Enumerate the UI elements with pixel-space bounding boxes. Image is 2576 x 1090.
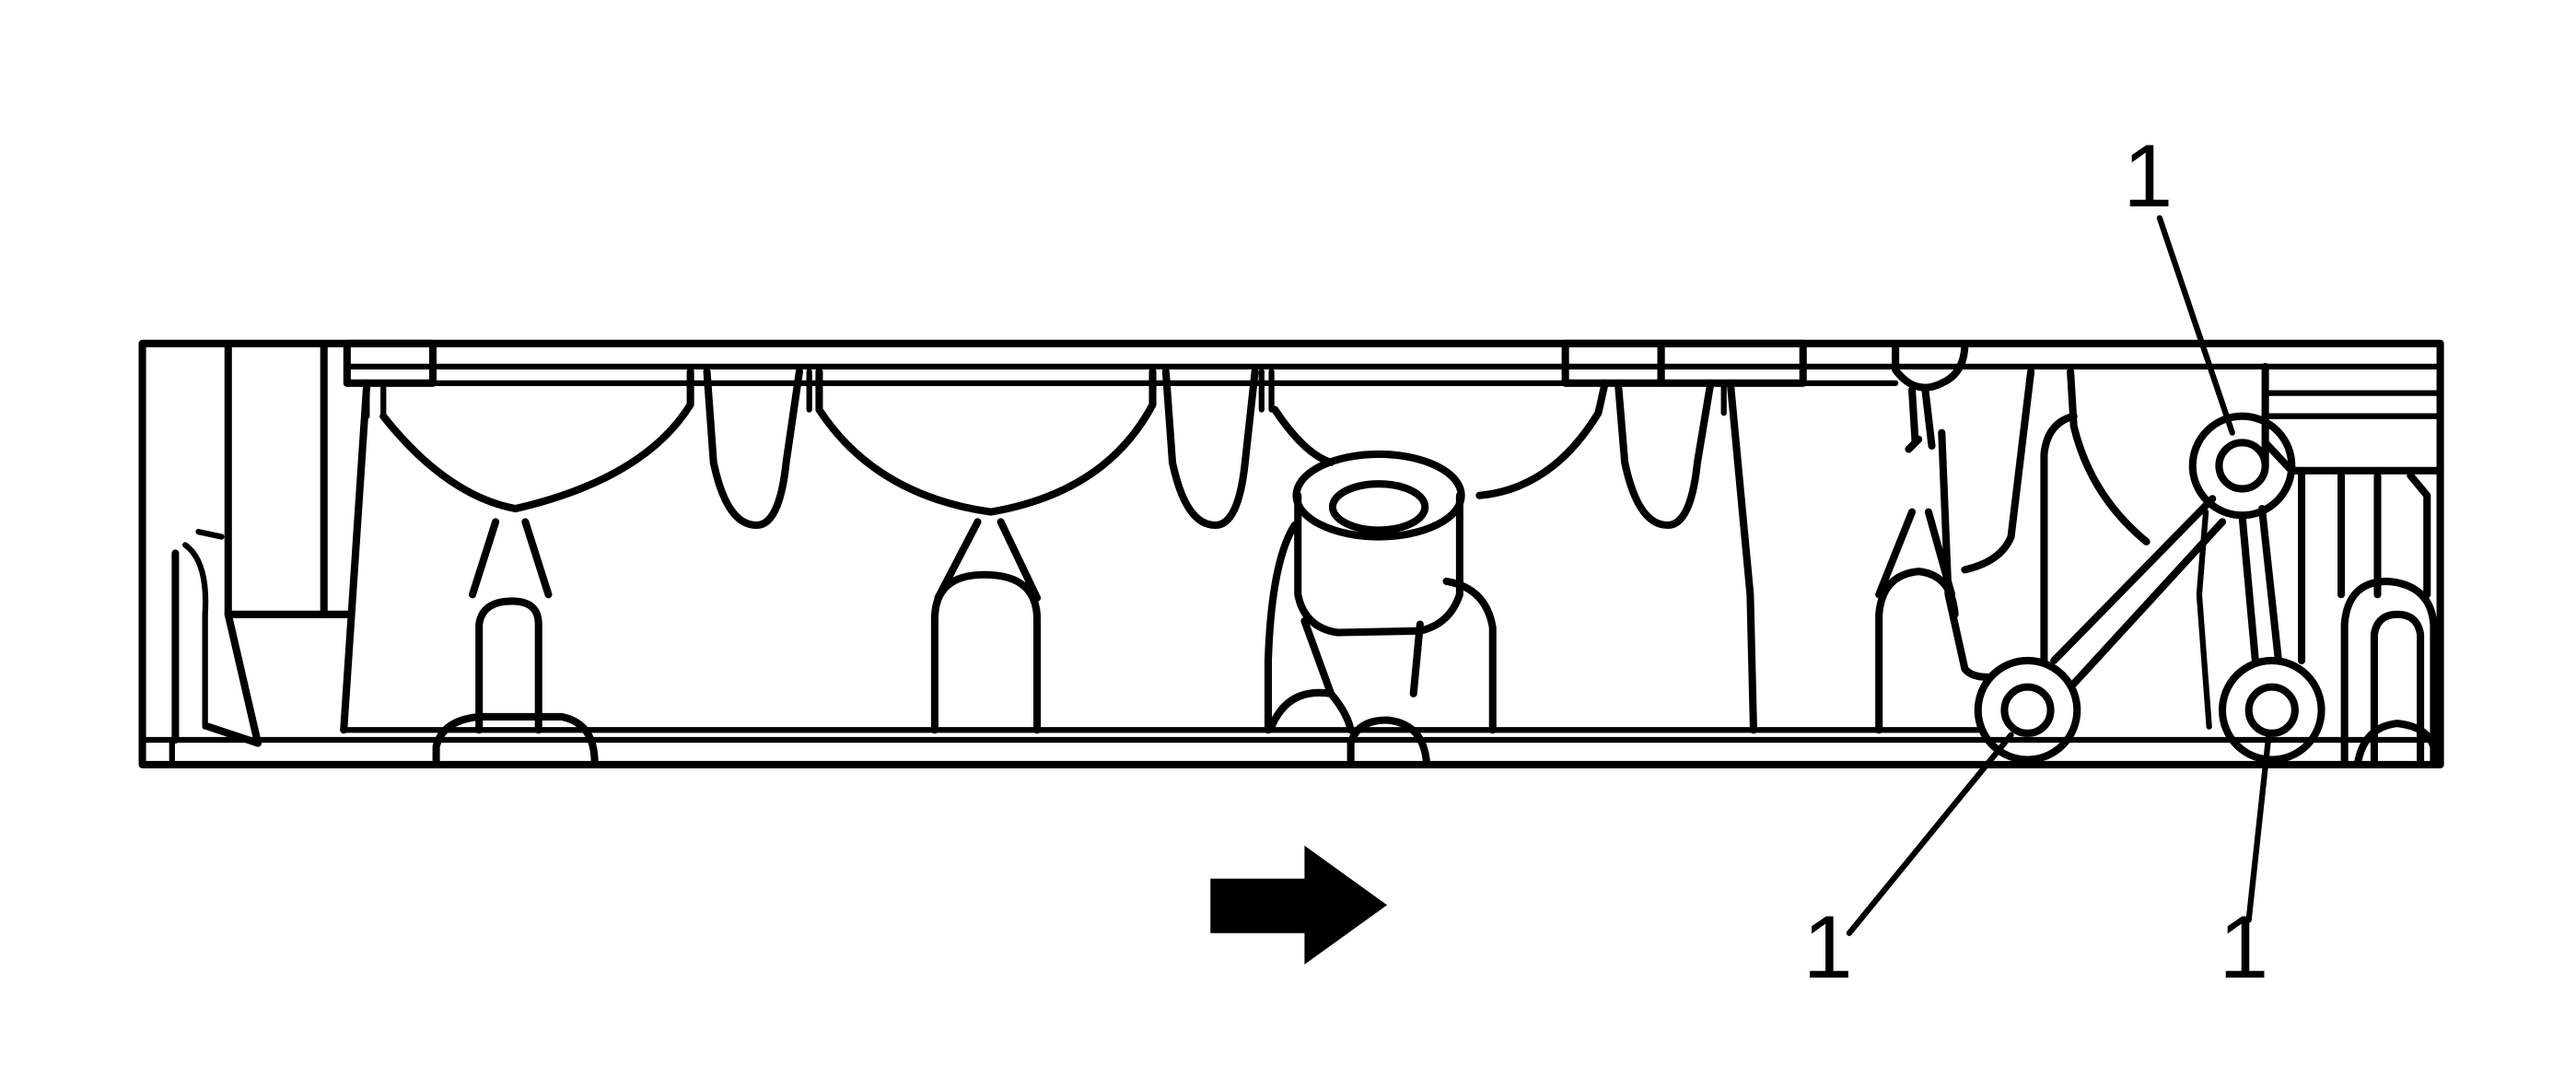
bolt-hole-top [2188, 412, 2296, 520]
bolt-hole-left [1974, 656, 2081, 764]
direction-arrow-icon [1210, 845, 1388, 965]
casting-body [138, 339, 2444, 768]
center-boss [1264, 405, 1497, 768]
callout-label-top: 1 [2123, 125, 2173, 226]
chamber-1 [379, 368, 812, 768]
leader-line-right [2245, 733, 2272, 923]
bolt-bosses [1974, 412, 2325, 764]
callout-label-left: 1 [1803, 897, 1853, 997]
callout-labels: 1 1 1 [1803, 125, 2269, 997]
chamber-3 [1475, 379, 1757, 734]
callout-label-right: 1 [2219, 897, 2268, 997]
bolt-hole-right [2218, 656, 2325, 764]
chamber-4 [1875, 362, 2444, 768]
leader-line-top [2156, 215, 2235, 436]
leader-line-left [1846, 732, 2014, 936]
chamber-2 [815, 368, 1275, 734]
leader-lines [1846, 215, 2272, 936]
